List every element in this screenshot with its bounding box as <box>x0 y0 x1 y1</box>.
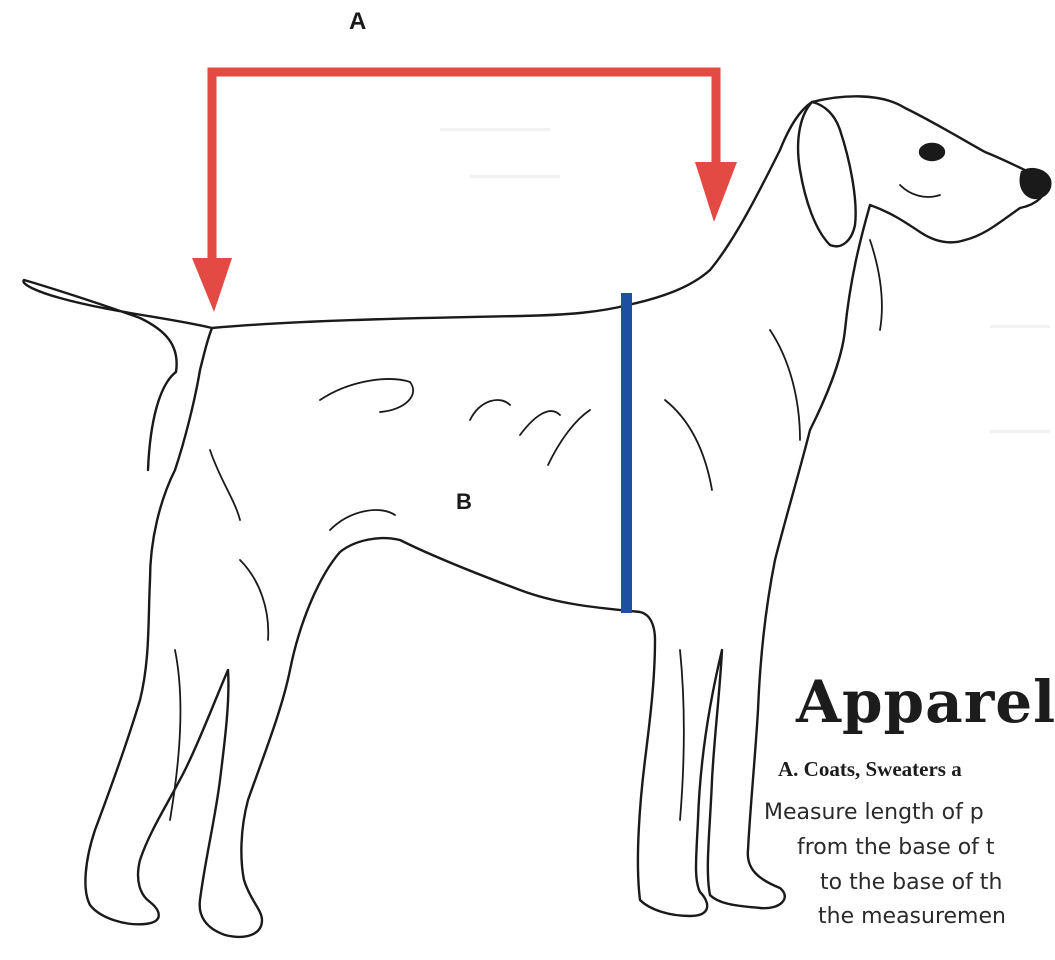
measurement-a-arrow <box>192 72 737 312</box>
instruction-line: the measuremen <box>818 904 1006 955</box>
arrowhead-neck <box>695 162 737 222</box>
label-b: B <box>456 489 472 515</box>
instruction-line: to the base of th <box>820 870 1002 895</box>
dog-eye <box>920 144 944 160</box>
dog-nose <box>1021 169 1051 198</box>
background-text-ghost <box>990 325 1050 328</box>
background-text-ghost <box>990 430 1050 433</box>
coats-sweaters-subheading: A. Coats, Sweaters a <box>778 757 962 782</box>
arrowhead-tail <box>192 258 232 312</box>
instruction-line: Measure length of p <box>764 800 984 825</box>
background-text-ghost <box>470 175 560 178</box>
apparel-heading: Apparel <box>796 668 1055 736</box>
background-text-ghost <box>440 128 550 131</box>
instruction-line: from the base of t <box>797 835 995 860</box>
label-a: A <box>349 8 366 36</box>
measurement-b-line <box>621 293 632 613</box>
